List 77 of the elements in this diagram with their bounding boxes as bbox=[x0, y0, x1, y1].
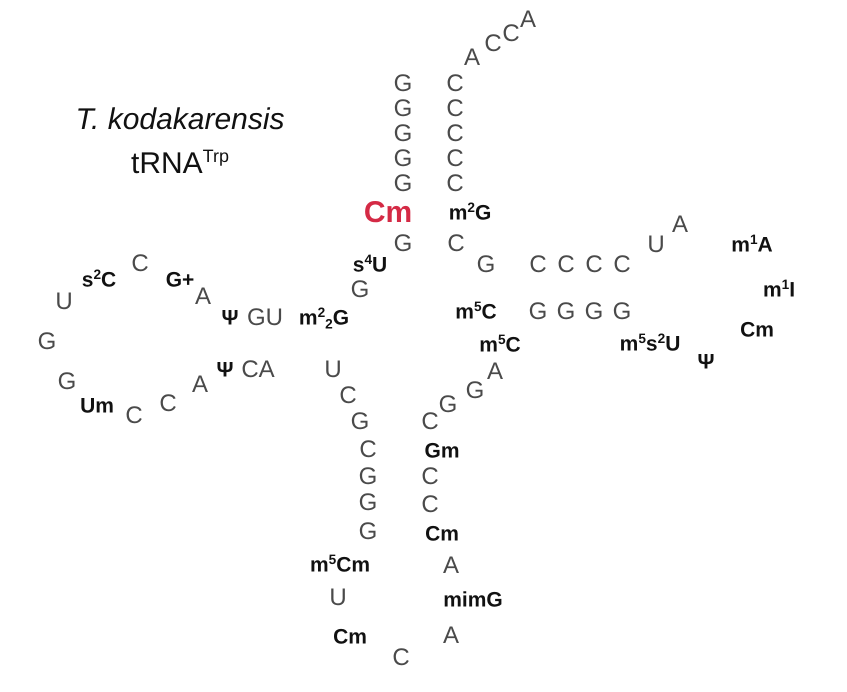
nucleotide-label: C bbox=[131, 252, 149, 276]
nucleotide-label: C bbox=[421, 465, 439, 489]
nucleotide-label: C bbox=[446, 97, 464, 121]
nucleotide-label: C bbox=[421, 493, 439, 517]
nucleotide-label: mimG bbox=[443, 590, 503, 610]
nucleotide-label: G bbox=[438, 393, 458, 417]
nucleotide-label: G bbox=[358, 465, 378, 489]
nucleotide-label: Cm bbox=[364, 198, 412, 228]
nucleotide-label: m$^{2}$G bbox=[448, 202, 492, 224]
nucleotide-label: G bbox=[350, 278, 370, 302]
nucleotide-label: G bbox=[612, 300, 632, 324]
nucleotide-label: G bbox=[394, 172, 412, 196]
nucleotide-label: A bbox=[487, 360, 503, 384]
nucleotide-label: G bbox=[350, 410, 370, 434]
nucleotide-label: C bbox=[585, 253, 603, 277]
nucleotide-label: G+ bbox=[166, 270, 194, 290]
nucleotide-label: C bbox=[421, 410, 439, 434]
nucleotide-label: Gm bbox=[424, 440, 460, 462]
nucleotide-label: Cm bbox=[333, 626, 367, 648]
nucleotide-label: U bbox=[647, 233, 665, 257]
nucleotide-label: m$^{5}$Cm bbox=[310, 554, 370, 576]
nucleotide-label: G bbox=[394, 232, 412, 256]
nucleotide-label: U bbox=[329, 586, 347, 610]
nucleotide-label: Ψ bbox=[222, 308, 238, 328]
nucleotide-label: Ψ bbox=[698, 352, 714, 372]
nucleotide-label: G bbox=[556, 300, 576, 324]
nucleotide-label: A bbox=[443, 554, 459, 578]
nucleotide-label: G bbox=[358, 520, 378, 544]
title: T. kodakarensis tRNA$^{Trp}$ bbox=[74, 102, 286, 182]
nucleotide-label: G bbox=[528, 300, 548, 324]
nucleotide-label: G bbox=[394, 147, 412, 171]
nucleotide-label: Cm bbox=[425, 524, 459, 544]
nucleotide-label: A bbox=[443, 624, 459, 648]
nucleotide-label: C bbox=[446, 72, 464, 96]
nucleotide-label: C bbox=[446, 147, 464, 171]
nucleotide-label: G bbox=[584, 300, 604, 324]
nucleotide-label: C bbox=[529, 253, 547, 277]
nucleotide-label: G bbox=[466, 379, 484, 403]
nucleotide-label: G bbox=[38, 330, 56, 354]
nucleotide-label: C bbox=[359, 438, 377, 462]
nucleotide-label: CA bbox=[241, 358, 275, 382]
nucleotide-label: C bbox=[125, 404, 143, 428]
nucleotide-label: GU bbox=[247, 306, 283, 330]
nucleotide-label: C bbox=[446, 172, 464, 196]
nucleotide-label: Cm bbox=[740, 320, 774, 340]
nucleotide-label: U bbox=[324, 358, 342, 382]
nucleotide-label: G bbox=[394, 122, 412, 146]
nucleotide-label: G bbox=[394, 97, 412, 121]
nucleotide-label: A bbox=[672, 213, 688, 237]
nucleotide-label: m$^{5}$C bbox=[455, 302, 497, 322]
nucleotide-label: C bbox=[446, 122, 464, 146]
nucleotide-label: A bbox=[195, 285, 211, 309]
nucleotide-label: C bbox=[557, 253, 575, 277]
nucleotide-label: m$^{5}$C bbox=[479, 334, 521, 356]
nucleotide-label: C bbox=[447, 232, 465, 256]
nucleotide-label: G bbox=[58, 370, 76, 394]
nucleotide-label: m$^{2}$$_{2}$G bbox=[298, 308, 350, 328]
nucleotide-label: m$^{5}$s$^{2}$U bbox=[620, 334, 680, 354]
nucleotide-label: G bbox=[476, 253, 496, 277]
nucleotide-label: G bbox=[358, 491, 378, 515]
nucleotide-label: C bbox=[159, 392, 177, 416]
nucleotide-label: C bbox=[484, 32, 502, 56]
nucleotide-label: C bbox=[613, 253, 631, 277]
nucleotide-label: m$^{1}$I bbox=[762, 280, 796, 300]
nucleotide-label: A bbox=[192, 373, 208, 397]
nucleotide-label: s$^{2}$C bbox=[82, 270, 116, 290]
nucleotide-label: A bbox=[464, 46, 480, 70]
nucleotide-label: C bbox=[502, 22, 520, 46]
nucleotide-label: s$^{4}$U bbox=[352, 254, 388, 276]
nucleotide-label: Um bbox=[80, 396, 114, 416]
nucleotide-label: C bbox=[392, 646, 410, 670]
nucleotide-label: G bbox=[394, 72, 412, 96]
nucleotide-label: Ψ bbox=[216, 360, 234, 380]
nucleotide-label: C bbox=[339, 384, 357, 408]
nucleotide-label: U bbox=[55, 290, 73, 314]
nucleotide-label: A bbox=[520, 8, 536, 32]
nucleotide-label: m$^{1}$A bbox=[731, 234, 773, 256]
